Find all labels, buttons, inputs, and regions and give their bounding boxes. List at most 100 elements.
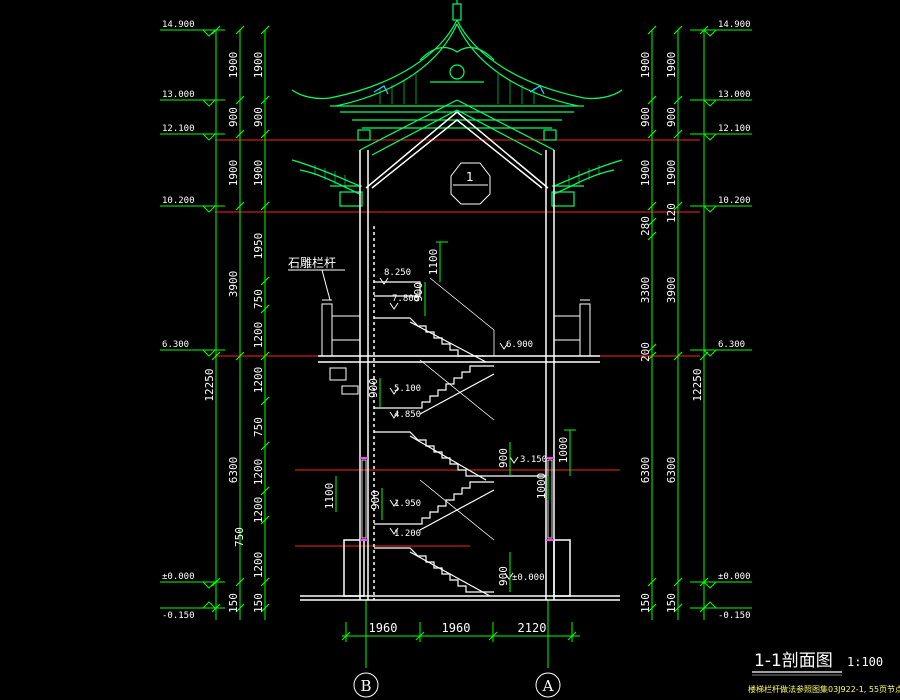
inner-gable [365,111,549,189]
right-dim-inner-9: 150 [639,593,652,613]
right-dim-inner-8: 6300 [639,457,652,484]
left-dim-inner-1: 1900 [252,52,265,79]
right-level-7: -0.150 [718,611,751,621]
drawing-note: 楼梯栏杆做法参照图集03J922-1, 55页节点7 [748,684,900,694]
left-dim-mid-3: 1900 [227,160,240,187]
roof-ornaments [373,85,545,95]
bottom-dim-1: 1960 [369,621,398,635]
left-dim-inner-6: 1200 [252,322,265,349]
right-dim-inner-6: 3300 [639,277,652,304]
left-dim-inner-9: 1200 [252,459,265,486]
stair-level-6: 3.150 [520,455,547,465]
stair-level-4: 5.100 [394,384,421,394]
right-level-1: 14.900 [718,20,751,30]
stair-dim-lines [335,241,576,592]
left-dim-inner-12: 1200 [252,552,265,579]
left-dim-inner-10: 1200 [252,497,265,524]
left-dim-inner-8: 750 [252,417,265,437]
stair-level-8: 1.200 [394,529,421,539]
left-level-5: 6.300 [162,340,189,350]
left-level-7: -0.150 [162,611,195,621]
stair-level-2: 7.800 [392,294,419,304]
section-mark-number: 1 [466,170,474,184]
left-dim-inner-11: 750 [233,527,246,547]
left-dim-mid-1: 1900 [227,52,240,79]
axis-a-label: A [542,677,554,695]
left-dim-inner-2: 900 [252,107,265,127]
stone-railings [321,299,591,395]
title-block: 1-1剖面图 1:100 楼梯栏杆做法参照图集03J922-1, 55页节点7 [748,651,900,694]
stair-dim-7: 1100 [323,483,336,510]
right-dim-inner-7: 200 [639,342,652,362]
bottom-dim-3: 2120 [518,621,547,635]
stair-level-7: 1.950 [394,499,421,509]
right-level-5: 6.300 [718,340,745,350]
left-dim-inner-3: 1900 [252,160,265,187]
right-dim-mid-3: 1900 [665,160,678,187]
axis-b-circle [353,672,379,698]
stair-level-9: ±0.000 [512,573,545,583]
left-dim-inner-7: 1200 [252,367,265,394]
bottom-dim-2: 1960 [442,621,471,635]
right-dim-mid-6: 150 [665,593,678,613]
right-dim-mid-5: 6300 [665,457,678,484]
railing-callout-text: 石雕栏杆 [288,255,336,270]
left-level-3: 12.100 [162,124,195,134]
left-level-2: 13.000 [162,90,195,100]
left-dim-inner-5: 750 [252,289,265,309]
right-dim-inner-2: 900 [639,107,652,127]
right-dim-inner-4: 120 [665,203,678,223]
right-level-3: 12.100 [718,124,751,134]
stair-dim-5: 1000 [557,437,570,464]
stair-level-5: 4.850 [394,410,421,420]
stair-level-1: 8.250 [384,268,411,278]
stair-dim-2: 900 [412,282,425,302]
stair-dim-4: 900 [497,448,510,468]
axis-a-circle [535,672,561,698]
drawing-scale: 1:100 [847,655,883,669]
right-dim-inner-3: 1900 [639,160,652,187]
stair-dim-6: 1000 [535,473,548,500]
right-dim-mid-2: 900 [665,107,678,127]
roof-structure [291,0,623,207]
left-dim-mid-5: 6300 [227,457,240,484]
stair-level-3: 6.900 [506,340,533,350]
axis-markers [353,672,561,698]
left-level-1: 14.900 [162,20,195,30]
walls [300,150,620,601]
left-dim-texts: 1900 900 1900 1950 750 1200 1200 750 120… [203,52,265,613]
window-markers [360,457,554,541]
axis-b-label: B [360,677,371,695]
stair-dim-1: 1100 [427,249,440,276]
right-level-markers [690,29,752,609]
section-mark: 1 [450,162,491,205]
stair-level-markers [379,277,519,580]
right-level-2: 13.000 [718,90,751,100]
stair-dim-8: 900 [369,490,382,510]
right-level-4: 10.200 [718,196,751,206]
stair-dim-9: 900 [497,566,510,586]
railing-callout: 石雕栏杆 [288,255,345,301]
right-level-6: ±0.000 [718,572,751,582]
right-dim-mid-4: 3900 [665,277,678,304]
left-dim-inner-4: 1950 [252,233,265,260]
left-dim-outer-1: 12250 [203,368,216,401]
windows [361,459,553,539]
left-dim-mid-4: 3900 [227,271,240,298]
drawing-title: 1-1剖面图 [754,651,833,671]
stair-dim-3: 900 [367,378,380,398]
right-dim-inner-5: 280 [639,216,652,236]
left-level-markers [160,29,225,609]
roof-hatching [314,74,600,186]
left-dim-mid-2: 900 [227,107,240,127]
right-dim-mid-1: 1900 [665,52,678,79]
left-dim-mid-6: 150 [227,593,240,613]
left-level-6: ±0.000 [162,572,195,582]
right-dim-texts: 1900 900 1900 120 280 3300 200 6300 150 … [639,52,704,613]
dimension-lines [211,25,709,668]
right-dim-inner-1: 1900 [639,52,652,79]
left-level-4: 10.200 [162,196,195,206]
left-dim-inner-13: 150 [252,593,265,613]
stairs [374,277,546,597]
